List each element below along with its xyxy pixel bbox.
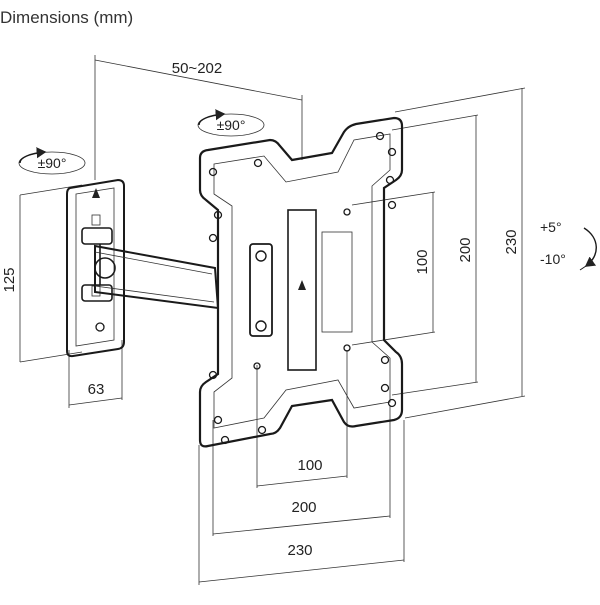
vesa-bottom-large-dimension: 200 [212,405,391,536]
curved-arrow-icon [198,109,226,126]
plate-width-dimension: 230 [198,420,405,585]
tv-rotation-indicator: ±90° [197,109,265,137]
tilt-indicator: +5° -10° [540,219,597,271]
tilt-arrow-icon [583,227,597,267]
tv-rotation-label: ±90° [217,117,246,133]
tilt-down-label: -10° [540,251,566,267]
plate-height-label: 230 [503,229,520,254]
wall-plate-height-dimension: 125 [1,184,83,363]
vesa-bottom-large-label: 200 [291,499,316,516]
brand-logo-icon [92,188,100,198]
arm-extension-dimension: 50~202 [94,55,303,180]
vesa-right-large-dimension: 200 [391,114,479,396]
vesa-right-small-dimension: 100 [351,191,436,346]
arm-extension-label: 50~202 [172,60,222,77]
wall-plate-height-label: 125 [1,267,18,292]
vesa-bottom-small-label: 100 [297,457,322,474]
tv-plate [198,116,404,448]
wall-swivel-label: ±90° [38,155,67,171]
vesa-right-small-label: 100 [414,249,431,274]
vesa-right-large-label: 200 [457,237,474,262]
wall-plate-width-dimension: 63 [68,340,123,408]
vesa-bottom-small-dimension: 100 [256,350,348,488]
plate-height-dimension: 230 [394,87,526,419]
plate-width-label: 230 [287,542,312,559]
wall-swivel-indicator: ±90° [18,147,86,175]
tilt-up-label: +5° [540,219,562,235]
brand-logo-icon [298,280,306,290]
curved-arrow-icon [19,147,47,164]
page-title: Dimensions (mm) [0,8,134,27]
swing-arm [94,244,220,310]
wall-plate [66,178,125,358]
wall-plate-width-label: 63 [88,381,105,398]
